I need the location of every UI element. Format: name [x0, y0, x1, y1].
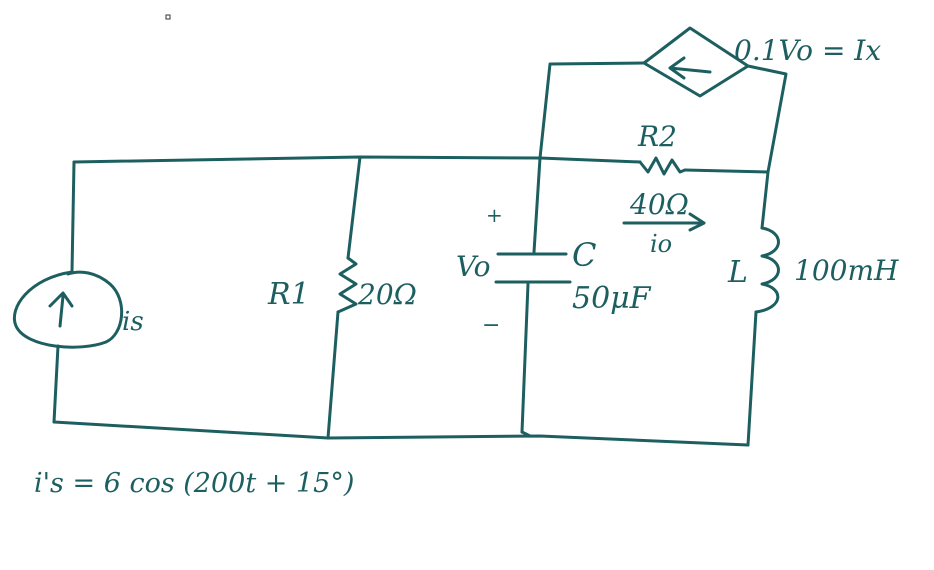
r2-resistor-symbol: [638, 156, 687, 176]
r1-resistor-symbol: [336, 256, 358, 314]
capacitor-minus: −: [482, 313, 500, 338]
inductor-value: 100mH: [794, 254, 899, 287]
current-source: [12, 270, 124, 349]
inductor-wire-bottom: [746, 310, 758, 447]
arrow-right-icon: [622, 212, 706, 232]
capacitor-name: C: [572, 236, 596, 274]
capacitor-plus: +: [486, 203, 503, 227]
dependent-source: [642, 26, 750, 98]
r1-value: 20Ω: [357, 278, 417, 311]
dep-loop-left: [538, 61, 646, 160]
arrow-left-icon: [668, 56, 712, 80]
capacitor-voltage-label: Vo: [456, 250, 491, 283]
r2-name: R2: [637, 120, 677, 153]
r2-current-label: io: [650, 230, 672, 258]
r1-wire-top: [346, 155, 362, 260]
bottom-wire: [52, 420, 750, 447]
source-label: is: [122, 307, 144, 337]
capacitor-value: 50μF: [572, 281, 652, 316]
wires: [52, 61, 788, 447]
source-equation: i's = 6 cos (200t + 15°): [34, 468, 354, 499]
dep-loop-right: [746, 64, 788, 174]
cap-wire-bottom: [520, 282, 530, 434]
inductor-wire-top: [760, 170, 770, 230]
dependent-source-expression: 0.1Vo = Ix: [734, 34, 881, 67]
source-left-wire-bottom: [52, 344, 60, 424]
r1-wire-bottom: [326, 310, 340, 440]
r2-value: 40Ω: [629, 188, 689, 221]
inductor-name: L: [727, 255, 748, 290]
top-right-wire: [683, 168, 770, 174]
r1-name: R1: [267, 277, 310, 312]
current-source-circle: [12, 270, 124, 349]
top-wire: [72, 155, 642, 164]
arrow-up-icon: [48, 291, 74, 328]
source-left-wire-top: [70, 160, 76, 274]
cap-foot: [520, 430, 532, 438]
cap-wire-top: [532, 156, 542, 254]
marker-dot: [165, 14, 171, 20]
dependent-source-diamond: [642, 26, 750, 98]
inductor-symbol: [754, 226, 780, 314]
